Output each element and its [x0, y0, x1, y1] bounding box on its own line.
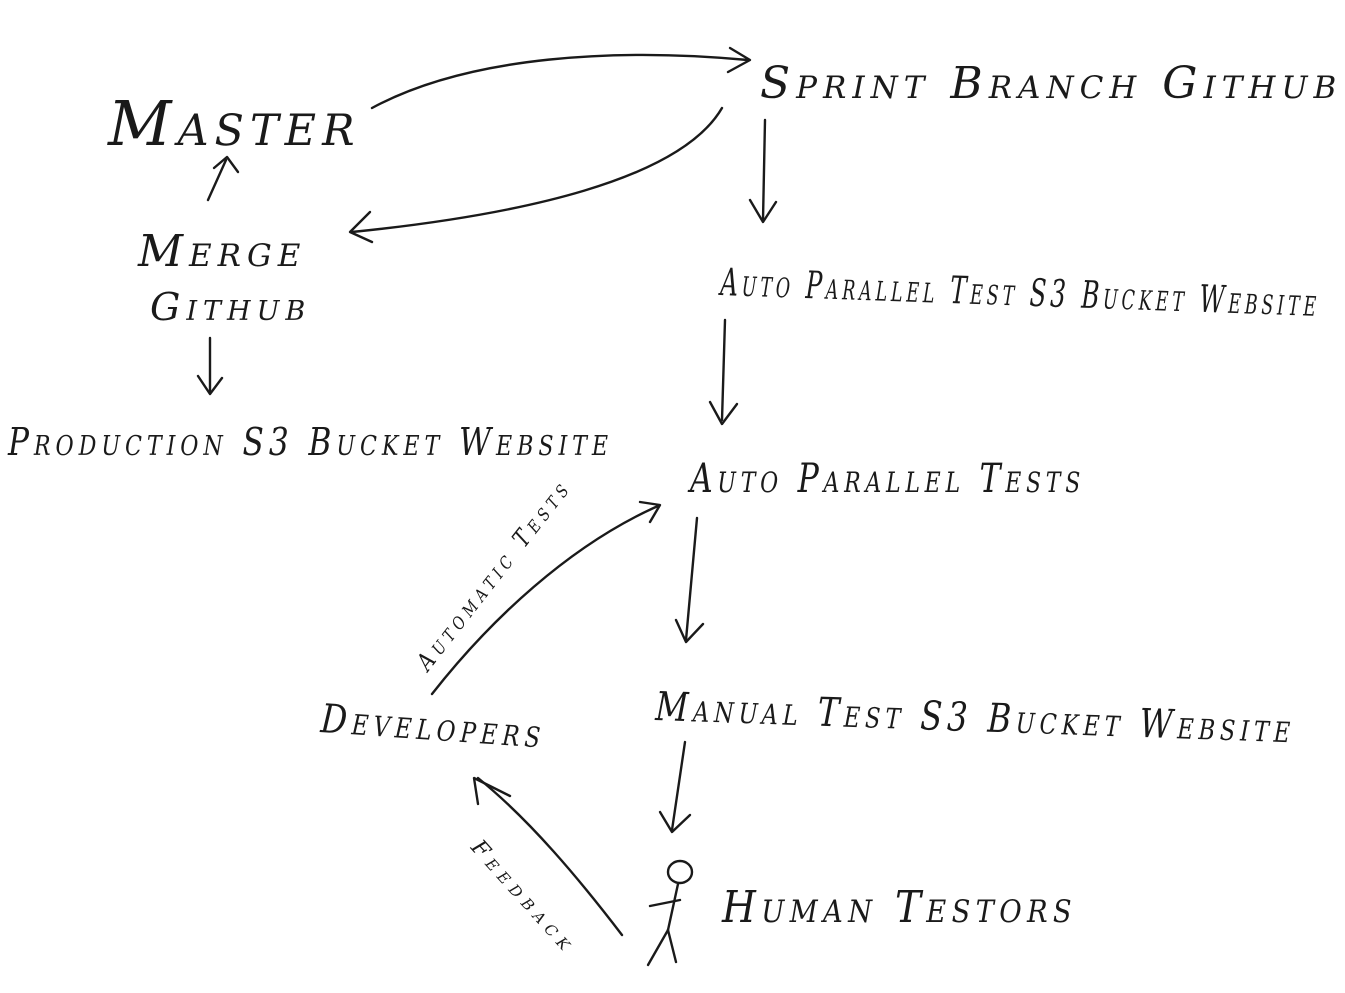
arrow-sprint-to-auto-test-s3 [748, 118, 778, 224]
edge-label-feedback: Feedback [465, 835, 581, 960]
stick-figure-icon [646, 859, 694, 967]
node-developers: Developers [318, 696, 546, 758]
node-production-s3-website: Production S3 Bucket Website [7, 420, 613, 464]
edge-label-automatic-tests: Automatic Tests [410, 473, 578, 677]
node-auto-parallel-test-s3-website: Auto Parallel Test S3 Bucket Website [718, 260, 1321, 325]
arrow-master-to-sprint [370, 46, 752, 110]
node-sprint-branch-github: Sprint Branch Github [760, 58, 1342, 109]
node-master: Master [107, 87, 360, 160]
arrow-auto-tests-to-manual-s3 [674, 516, 705, 644]
node-manual-test-s3-website: Manual Test S3 Bucket Website [654, 684, 1296, 752]
arrow-merge-to-production [196, 336, 224, 396]
arrow-human-testors-to-developers [472, 776, 624, 937]
node-merge: Merge [137, 226, 306, 277]
arrow-developers-to-auto-tests [430, 500, 662, 696]
node-auto-parallel-tests: Auto Parallel Tests [687, 456, 1085, 502]
arrow-merge-to-master [206, 155, 240, 202]
arrow-sprint-to-merge [348, 106, 724, 244]
node-merge-github: Github [150, 285, 311, 329]
arrow-auto-test-s3-to-auto-tests [708, 318, 739, 426]
node-human-testors: Human Testors [721, 882, 1077, 933]
arrow-manual-s3-to-human-testors [658, 740, 692, 834]
